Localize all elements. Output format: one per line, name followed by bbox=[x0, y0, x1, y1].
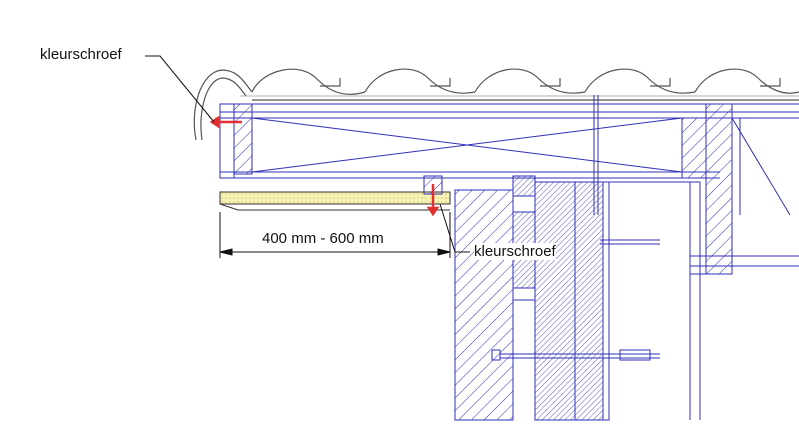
leader-lines bbox=[145, 55, 470, 253]
dimension-line bbox=[219, 212, 451, 258]
roof-structure bbox=[219, 95, 799, 420]
wall-section bbox=[454, 175, 660, 421]
label-screw-bottom: kleurschroef bbox=[474, 243, 556, 260]
soffit-board bbox=[219, 175, 451, 211]
label-dimension: 400 mm - 600 mm bbox=[262, 230, 384, 247]
screw-marks bbox=[209, 115, 440, 217]
roof-tiles bbox=[193, 68, 799, 141]
label-screw-top: kleurschroef bbox=[40, 46, 122, 63]
